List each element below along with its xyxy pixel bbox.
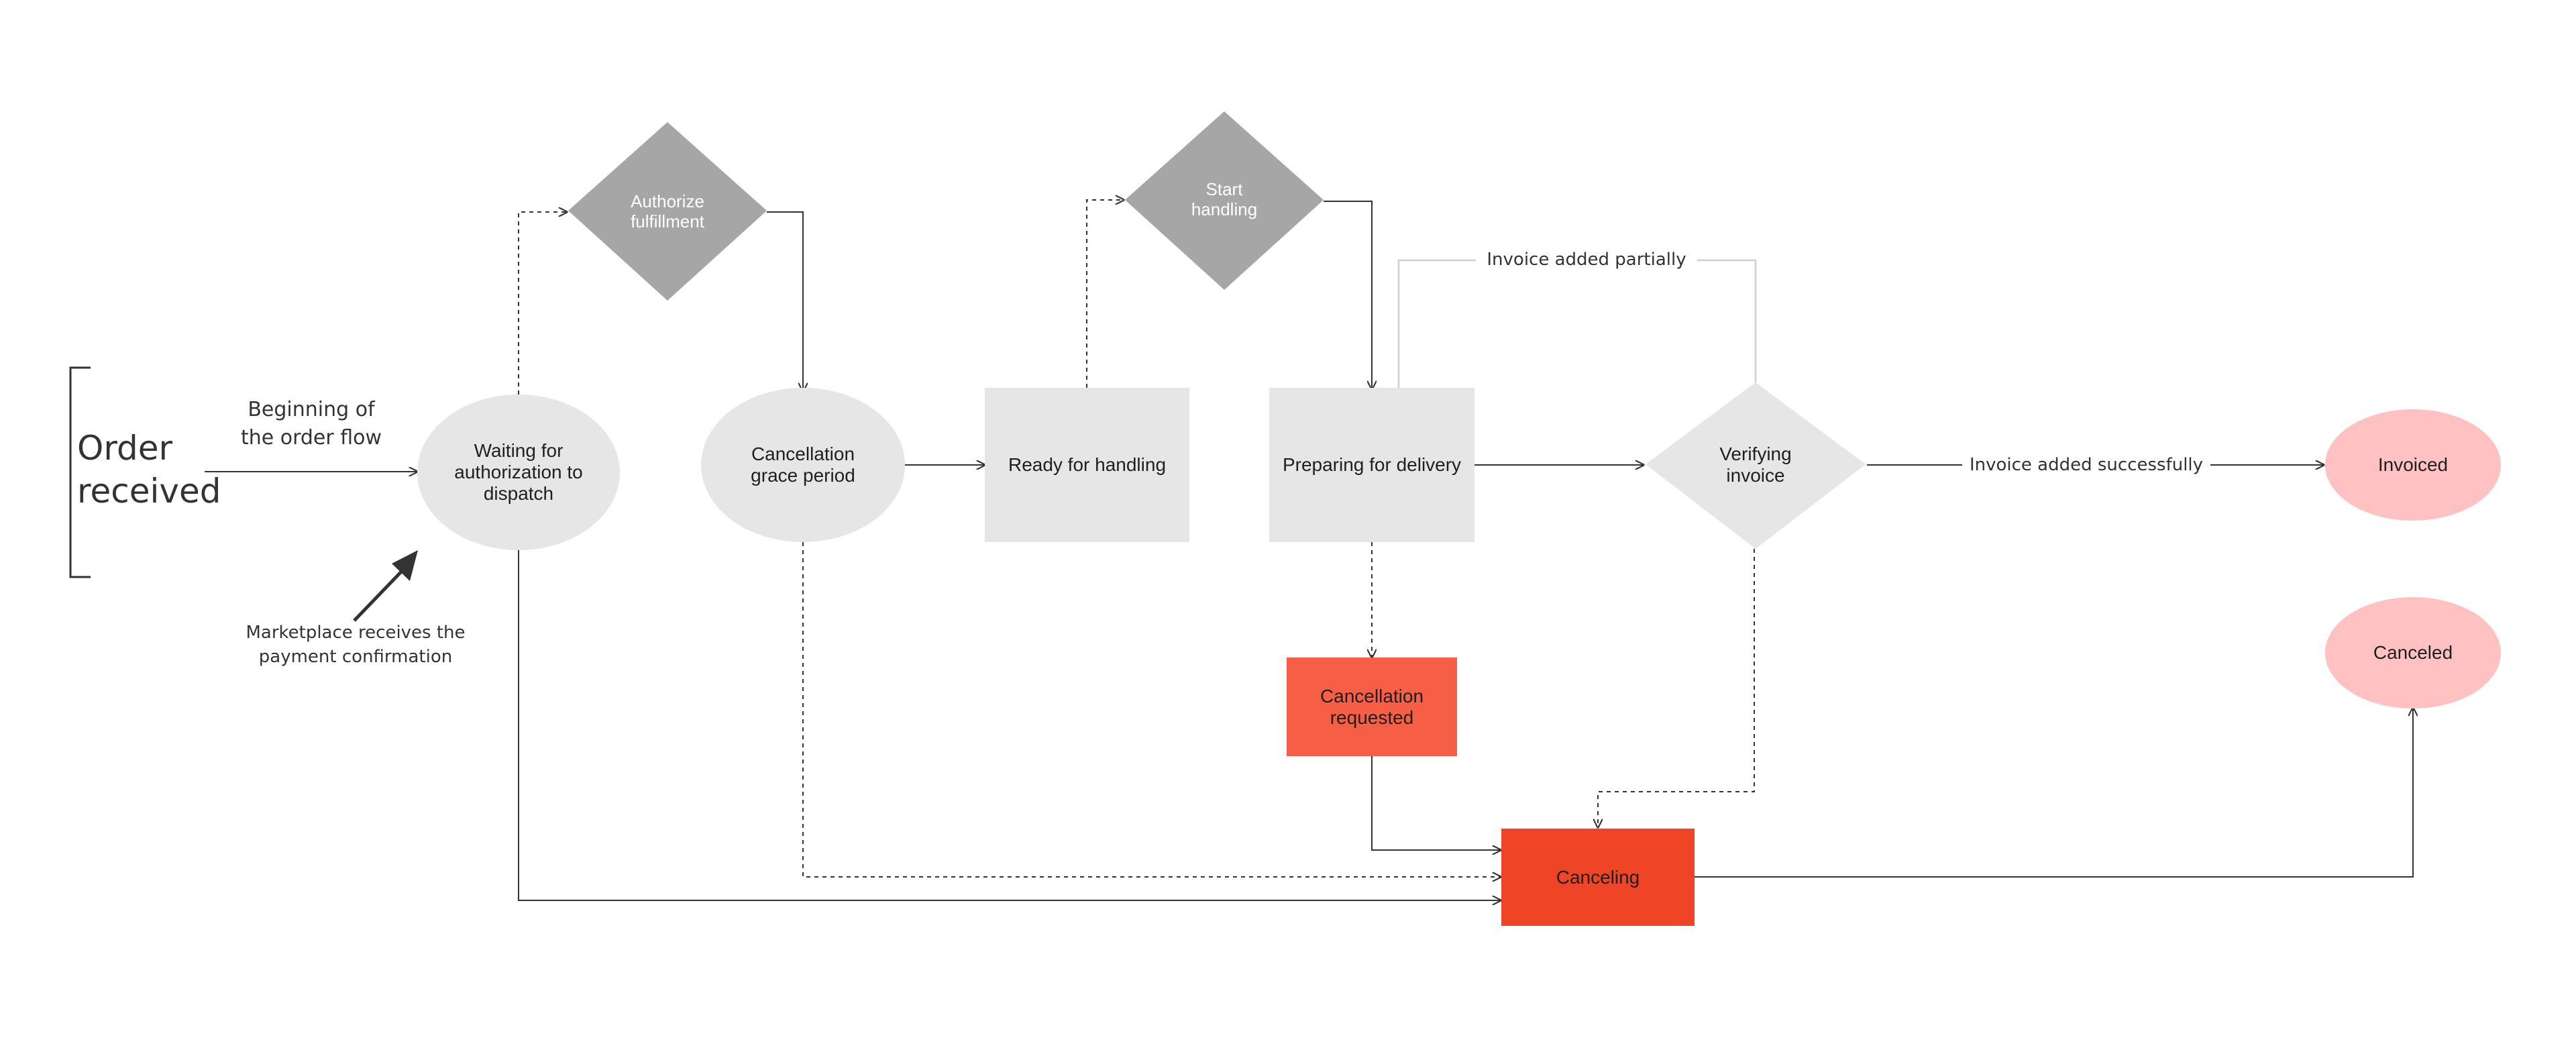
node-invoiced-label: Invoiced [2377, 454, 2449, 475]
edge-ready-to-start-handling [1086, 200, 1124, 388]
node-preparing-for-delivery[interactable]: Preparing for delivery [1269, 388, 1474, 542]
node-canceling[interactable]: Canceling [1501, 829, 1695, 926]
start-handling-diamond [1125, 111, 1324, 290]
node-ready-label: Ready for handling [1008, 454, 1167, 475]
node-canceling-label: Canceling [1556, 866, 1640, 888]
payment-arrow [353, 550, 418, 622]
start-handling-label[interactable]: Start handling [1191, 179, 1258, 219]
edge-authorize-to-grace [767, 211, 803, 391]
node-waiting-for-authorization[interactable]: Waiting for authorization to dispatch [417, 394, 620, 550]
payment-confirmation-note: Marketplace receives the payment confirm… [246, 623, 466, 667]
edge-canceling-to-canceled [1694, 708, 2413, 878]
edge-verifying-to-canceling [1598, 549, 1755, 827]
node-preparing-label: Preparing for delivery [1282, 454, 1462, 475]
invoice-partial-label: Invoice added partially [1476, 248, 1697, 272]
node-grace-label: Cancellation grace period [751, 443, 855, 486]
verifying-invoice-label[interactable]: Verifying invoice [1719, 443, 1792, 486]
beginning-of-flow-label: Beginning of the order flow [240, 398, 382, 450]
edge-cancel-requested-to-canceling [1371, 756, 1501, 850]
node-canceled-label: Canceled [2373, 642, 2453, 663]
edge-waiting-to-authorize [518, 212, 567, 394]
node-invoiced[interactable]: Invoiced [2325, 409, 2501, 521]
node-waiting-label: Waiting for authorization to dispatch [454, 440, 583, 504]
order-received-label: Order received [77, 429, 221, 511]
start-bracket [69, 366, 91, 578]
authorize-fulfillment-diamond [568, 122, 767, 301]
edge-start-handling-to-preparing [1324, 201, 1372, 389]
edge-waiting-to-canceling [518, 550, 1501, 900]
authorize-fulfillment-label[interactable]: Authorize fulfillment [631, 191, 704, 231]
invoice-success-label: Invoice added successfully [1962, 453, 2210, 477]
node-cancellation-requested[interactable]: Cancellation requested [1287, 658, 1457, 756]
verifying-invoice-diamond [1646, 382, 1866, 549]
node-cancel-requested-label: Cancellation requested [1320, 685, 1424, 728]
edge-invoice-partial-loop [1397, 259, 1757, 389]
edge-grace-to-canceling [802, 542, 1501, 877]
node-canceled[interactable]: Canceled [2325, 597, 2501, 708]
node-cancellation-grace-period[interactable]: Cancellation grace period [701, 388, 905, 542]
node-ready-for-handling[interactable]: Ready for handling [985, 388, 1189, 542]
